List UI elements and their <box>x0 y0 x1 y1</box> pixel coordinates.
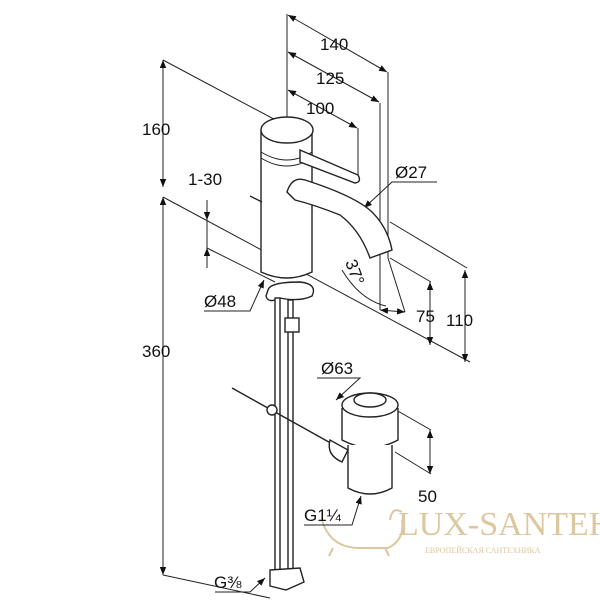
lever-handle <box>299 148 361 184</box>
dim-1-30: 1-30 <box>188 170 222 189</box>
dimension-lines <box>159 14 469 593</box>
dimension-labels: 140 125 100 160 360 1-30 Ø27 37° 75 110 … <box>142 35 473 592</box>
dim-100: 100 <box>306 99 334 118</box>
dim-dia-63: Ø63 <box>321 359 353 378</box>
dim-110: 110 <box>446 311 473 330</box>
dim-160: 160 <box>142 120 170 139</box>
dim-360: 360 <box>142 342 170 361</box>
spout <box>286 178 393 259</box>
faucet-body <box>249 116 393 302</box>
supply-pipes <box>269 297 305 591</box>
drain-waste <box>231 387 399 495</box>
watermark-logo: LUX-SANTEH ЕВРОПЕЙСКАЯ САНТЕХНИКА <box>321 506 600 557</box>
dim-dia-27: Ø27 <box>395 163 427 182</box>
mounting-bracket <box>265 281 315 302</box>
dim-125: 125 <box>316 69 344 88</box>
watermark-tagline: ЕВРОПЕЙСКАЯ САНТЕХНИКА <box>425 546 541 555</box>
dim-50: 50 <box>418 487 437 506</box>
dim-140: 140 <box>320 35 348 54</box>
dim-g-1-1-4: G1¼ <box>304 506 342 525</box>
dim-g-3-8: G⅜ <box>214 573 242 592</box>
dim-angle-37: 37° <box>341 257 368 288</box>
dim-75: 75 <box>416 307 435 326</box>
watermark-brand: LUX-SANTEH <box>398 506 600 543</box>
dim-dia-48: Ø48 <box>204 292 236 311</box>
